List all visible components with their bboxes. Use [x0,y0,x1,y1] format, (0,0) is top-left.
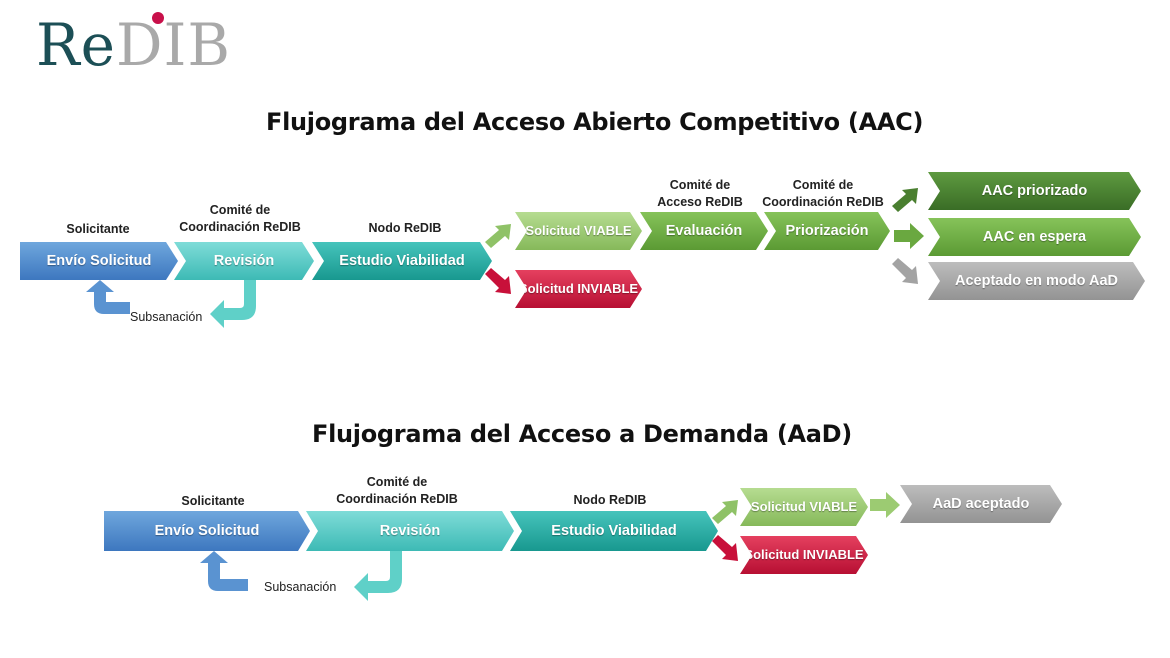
logo-dib: DIB [116,11,232,79]
aad-outcome-aceptado: AaD aceptado [900,485,1062,523]
logo-re: Re [36,11,116,79]
aad-arrow-to-inviable [712,535,738,561]
aac-subsanacion-arrow-down [210,280,256,328]
aac-step-solicitud-viable: Solicitud VIABLE [515,212,642,250]
aac-arrow-to-inviable [485,268,511,294]
aad-subsanacion-label: Subsanación [264,580,337,594]
aac-subsanacion-arrow-up [86,280,130,314]
aac-title: Flujograma del Acceso Abierto Competitiv… [266,108,924,136]
aac-step-evaluacion: Evaluación [640,212,768,250]
aac-step-estudio-viabilidad: Estudio Viabilidad [312,242,492,280]
aac-step-revision: Revisión [174,242,314,280]
aad-step-solicitud-viable: Solicitud VIABLE [740,488,868,526]
aad-step-solicitud-inviable: Solicitud INVIABLE [740,536,868,574]
aac-step-envio-solicitud: Envío Solicitud [20,242,178,280]
redib-logo: ReDIB [36,12,231,74]
aac-arrow-to-aceptado-aad [892,258,918,284]
aad-step-envio-solicitud: Envío Solicitud [104,511,310,551]
aad-subsanacion-arrow-down [354,551,402,601]
aac-arrow-to-viable [485,224,511,248]
aac-step-solicitud-inviable: Solicitud INVIABLE [515,270,642,308]
aac-arrow-to-espera [894,223,924,249]
aad-step-revision: Revisión [306,511,514,551]
aac-step-priorizacion: Priorización [764,212,890,250]
logo-dot [152,12,164,24]
aad-subsanacion-arrow-up [200,551,248,591]
aac-arrow-to-priorizado [892,188,918,212]
aac-role-solicitante: Solicitante [66,222,130,236]
aad-role-solicitante: Solicitante [181,494,245,508]
aac-outcome-priorizado: AAC priorizado [928,172,1141,210]
aac-outcome-en-espera: AAC en espera [928,218,1141,256]
aad-role-comite-coordinacion: Comité de Coordinación ReDIB [336,475,458,506]
aad-arrow-to-viable [712,500,738,524]
aac-role-comite-acceso: Comité de Acceso ReDIB [657,178,743,209]
aad-arrow-to-aceptado [870,492,900,518]
aac-role-comite-coordinacion-2: Comité de Coordinación ReDIB [762,178,884,209]
aac-role-comite-coordinacion: Comité de Coordinación ReDIB [179,203,301,234]
aad-step-estudio-viabilidad: Estudio Viabilidad [510,511,718,551]
aad-role-nodo: Nodo ReDIB [573,493,647,507]
aac-role-nodo: Nodo ReDIB [368,221,442,235]
aad-title: Flujograma del Acceso a Demanda (AaD) [312,420,852,448]
aac-subsanacion-label: Subsanación [130,310,203,324]
aac-outcome-aceptado-aad: Aceptado en modo AaD [928,262,1145,300]
